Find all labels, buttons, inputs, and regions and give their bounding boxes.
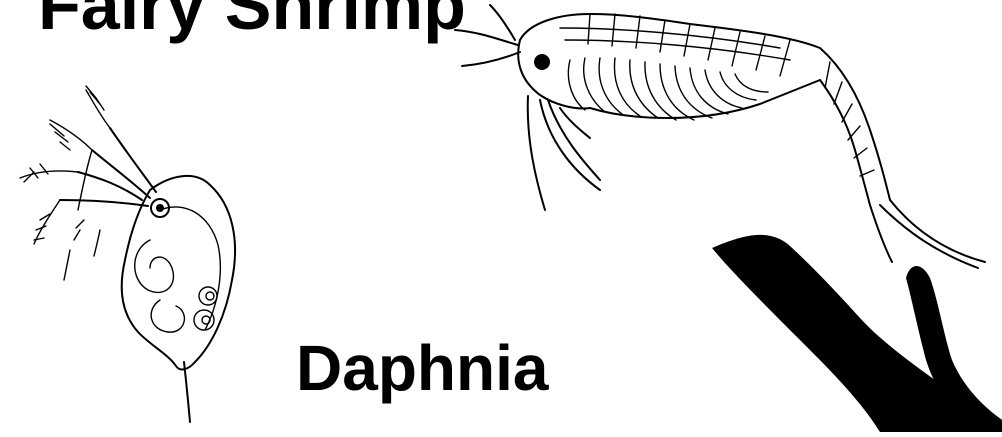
bristle-closeup-drawing (712, 235, 1002, 432)
daphnia-label: Daphnia (296, 336, 548, 400)
fairy-shrimp-drawing (455, 5, 985, 268)
daphnia-drawing (20, 86, 235, 422)
fairy-shrimp-label: Fairy Shrimp (38, 0, 466, 40)
